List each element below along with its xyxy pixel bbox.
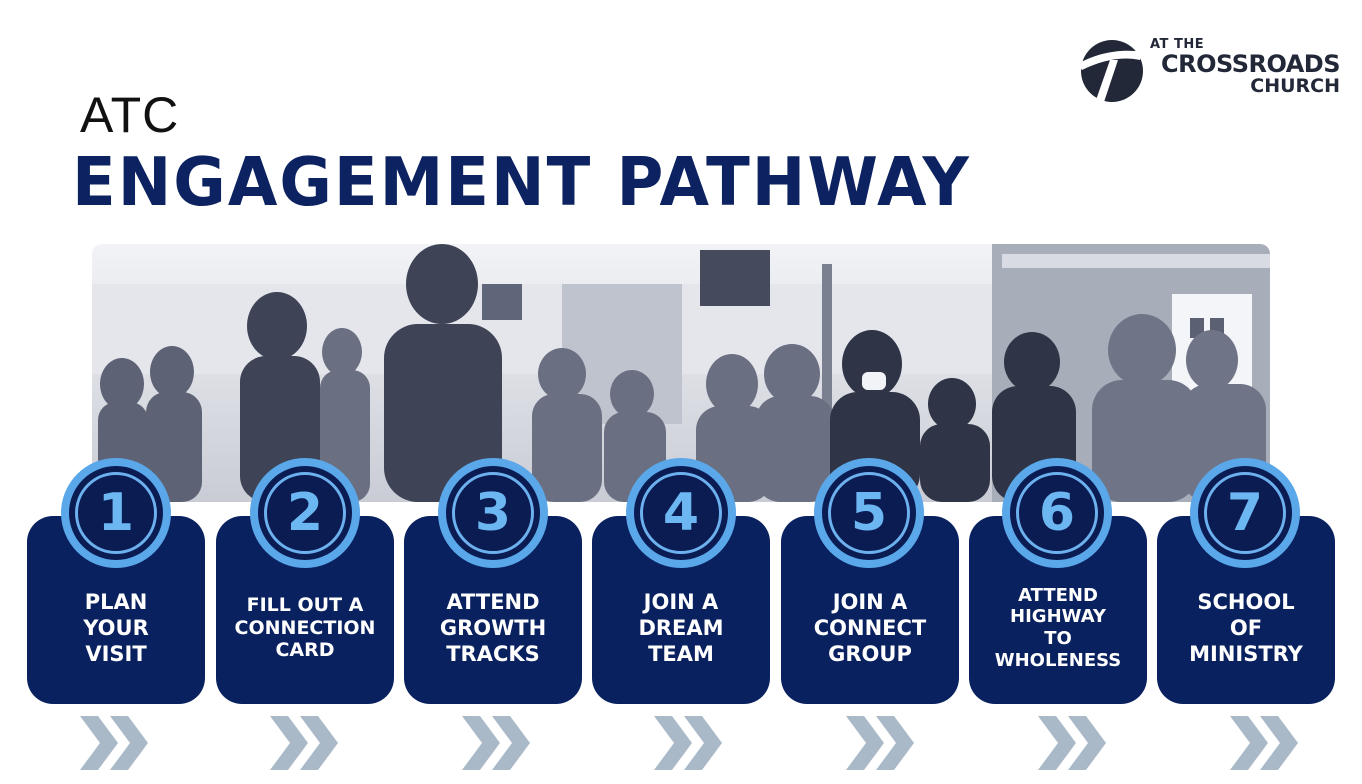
step-number-6: 6: [1016, 472, 1098, 554]
step-number-7: 7: [1204, 472, 1286, 554]
step-label-2: FILL OUT A CONNECTION CARD: [234, 593, 376, 662]
step-number-3: 3: [452, 472, 534, 554]
step-badge-2: 2: [250, 458, 360, 568]
double-chevron-right-icon: [654, 716, 722, 770]
step-number-2: 2: [264, 472, 346, 554]
step-badge-5: 5: [814, 458, 924, 568]
step-label-5: JOIN A CONNECT GROUP: [813, 589, 927, 667]
step-badge-7: 7: [1190, 458, 1300, 568]
page-title: ENGAGEMENT PATHWAY: [72, 144, 971, 222]
step-badge-6: 6: [1002, 458, 1112, 568]
double-chevron-right-icon: [1230, 716, 1298, 770]
step-card-3[interactable]: ATTEND GROWTH TRACKS: [404, 516, 582, 704]
step-number-1: 1: [75, 472, 157, 554]
page-pre-title: ATC: [80, 87, 180, 143]
step-number-4: 4: [640, 472, 722, 554]
double-chevron-right-icon: [1038, 716, 1106, 770]
double-chevron-right-icon: [80, 716, 148, 770]
step-card-6[interactable]: ATTEND HIGHWAY TO WHOLENESS: [969, 516, 1147, 704]
church-logo: AT THE CROSSROADS CHURCH: [1074, 34, 1344, 106]
step-number-5: 5: [828, 472, 910, 554]
crossroads-logo-icon: [1078, 40, 1143, 102]
step-badge-1: 1: [61, 458, 171, 568]
step-label-7: SCHOOL OF MINISTRY: [1189, 589, 1303, 667]
logo-line-1: AT THE: [1150, 37, 1205, 52]
step-badge-3: 3: [438, 458, 548, 568]
step-label-6: ATTEND HIGHWAY TO WHOLENESS: [994, 584, 1122, 671]
step-badge-4: 4: [626, 458, 736, 568]
double-chevron-right-icon: [270, 716, 338, 770]
double-chevron-right-icon: [846, 716, 914, 770]
double-chevron-right-icon: [462, 716, 530, 770]
logo-line-3: CHURCH: [1250, 75, 1340, 97]
congregation-photo: [92, 244, 1270, 502]
step-label-3: ATTEND GROWTH TRACKS: [439, 589, 547, 667]
step-label-4: JOIN A DREAM TEAM: [638, 589, 724, 667]
logo-line-2: CROSSROADS: [1160, 50, 1341, 78]
step-label-1: PLAN YOUR VISIT: [83, 589, 149, 667]
